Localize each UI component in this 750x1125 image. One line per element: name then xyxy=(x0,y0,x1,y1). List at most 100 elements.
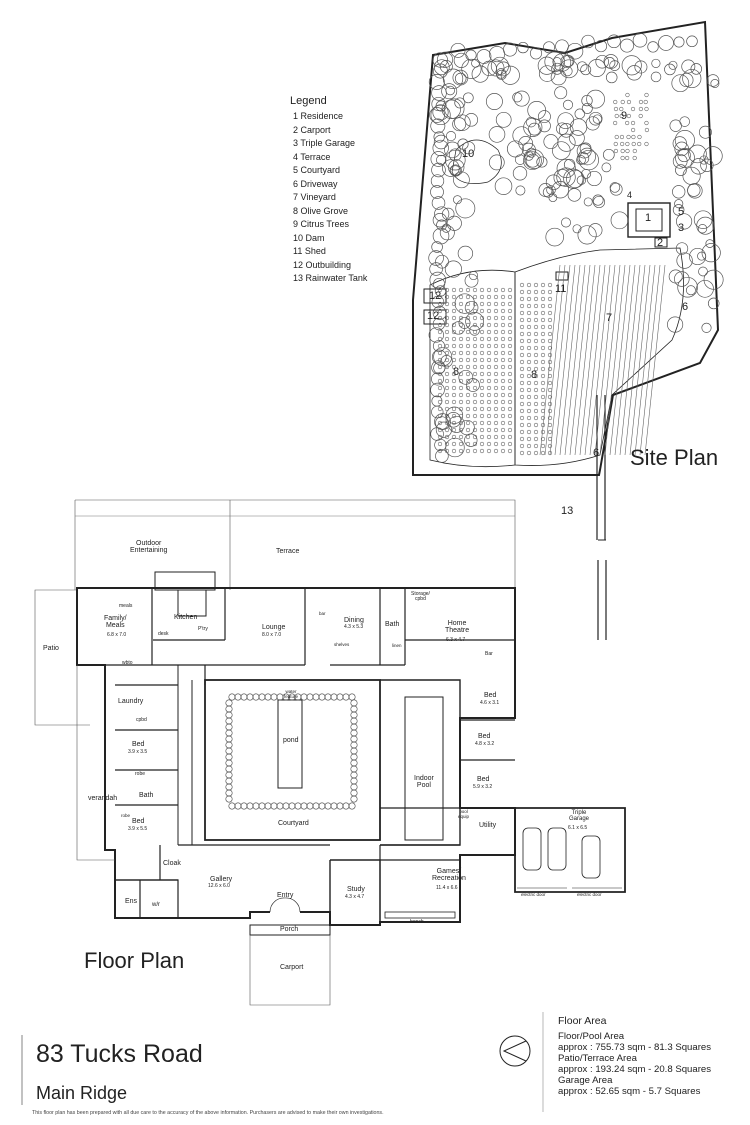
planting-dot xyxy=(465,329,471,335)
tree-canopy xyxy=(432,213,448,228)
room-label-bed4: Bed xyxy=(478,733,491,740)
planting-dot xyxy=(472,350,478,356)
tree-canopy xyxy=(445,412,462,428)
tree-canopy xyxy=(436,219,448,231)
legend-item: 11 Shed xyxy=(293,246,326,256)
tree-canopy xyxy=(697,224,708,234)
address-street: 83 Tucks Road xyxy=(36,1040,203,1068)
planting-dot xyxy=(472,399,478,405)
tree-canopy xyxy=(576,61,588,72)
planting-dot xyxy=(526,366,532,372)
bench xyxy=(384,911,456,919)
tree-canopy xyxy=(545,227,564,247)
tree-canopy xyxy=(514,154,526,165)
planting-dot xyxy=(507,448,513,454)
tree-canopy xyxy=(459,419,475,436)
tree-canopy xyxy=(445,85,455,96)
planting-dot xyxy=(486,413,492,419)
tree-canopy xyxy=(586,89,605,109)
tree-canopy xyxy=(569,130,585,146)
tree-canopy xyxy=(542,186,554,198)
hedge-shrub xyxy=(225,777,233,785)
tree-canopy xyxy=(429,271,447,289)
tree-canopy xyxy=(471,65,489,83)
hedge-shrub xyxy=(225,729,233,737)
hedge-shrub xyxy=(225,783,233,791)
planting-dot xyxy=(458,441,464,447)
planting-dot xyxy=(533,338,539,344)
tree-canopy xyxy=(445,131,457,142)
tree-canopy xyxy=(451,321,466,335)
planting-dot xyxy=(451,399,457,405)
planting-dot xyxy=(533,282,539,288)
planting-dot xyxy=(547,338,553,344)
planting-dot xyxy=(458,301,464,307)
room-label-dining-dim: 4.3 x 5.3 xyxy=(344,624,364,630)
tree-canopy xyxy=(429,107,445,123)
tree-canopy xyxy=(621,55,642,76)
hedge-shrub xyxy=(225,759,233,767)
planting-dot xyxy=(437,371,443,377)
hedge-shrub xyxy=(350,735,358,743)
planting-dot xyxy=(458,315,464,321)
planting-dot xyxy=(451,350,457,356)
planting-dot xyxy=(444,329,450,335)
site-marker: 6 xyxy=(593,447,600,459)
room-label-desk: desk xyxy=(158,631,169,637)
site-marker: 3 xyxy=(678,222,685,234)
planting-dot xyxy=(465,371,471,377)
olive-grove-outline xyxy=(429,269,516,468)
tree-canopy xyxy=(676,213,693,230)
planting-dot xyxy=(472,322,478,328)
planting-dot xyxy=(533,429,539,435)
planting-dot xyxy=(479,294,485,300)
hedge-shrub xyxy=(318,802,326,810)
indoor-pool xyxy=(404,696,444,841)
planting-dot xyxy=(540,310,546,316)
planting-dot xyxy=(526,401,532,407)
planting-dot xyxy=(465,448,471,454)
planting-dot xyxy=(472,329,478,335)
planting-dot xyxy=(644,92,649,98)
planting-dot xyxy=(507,287,513,293)
hedge-shrub xyxy=(324,802,332,810)
planting-dot xyxy=(625,148,630,154)
tree-canopy xyxy=(580,64,592,76)
planting-dot xyxy=(472,364,478,370)
tree-canopy xyxy=(435,449,449,463)
planting-dot xyxy=(444,434,450,440)
planting-dot xyxy=(458,420,464,426)
site-trees xyxy=(428,32,724,463)
tree-canopy xyxy=(553,169,571,187)
tree-canopy xyxy=(672,185,686,199)
planting-dot xyxy=(451,322,457,328)
planting-dot xyxy=(637,134,642,140)
planting-dot xyxy=(526,387,532,393)
planting-dot xyxy=(540,317,546,323)
tree-canopy xyxy=(595,54,609,69)
vine-row xyxy=(569,264,591,456)
planting-dot xyxy=(451,406,457,412)
tree-canopy xyxy=(500,65,520,85)
tree-canopy xyxy=(674,199,684,209)
tree-canopy xyxy=(560,54,574,68)
planting-dot xyxy=(486,287,492,293)
tree-canopy xyxy=(581,102,593,114)
floor-area-panel: Floor Area Floor/Pool Area approx : 755.… xyxy=(558,1015,711,1097)
tree-canopy xyxy=(632,32,648,48)
planting-dot xyxy=(458,343,464,349)
planting-dot xyxy=(507,315,513,321)
planting-dot xyxy=(451,434,457,440)
planting-dot xyxy=(472,385,478,391)
planting-dot xyxy=(465,392,471,398)
tree-canopy xyxy=(431,349,447,365)
hedge-shrub xyxy=(225,753,233,761)
tree-canopy xyxy=(431,405,444,419)
planting-dot xyxy=(507,385,513,391)
tree-canopy xyxy=(432,52,448,68)
disclaimer: This floor plan has been prepared with a… xyxy=(32,1110,384,1116)
planting-dot xyxy=(458,413,464,419)
tree-canopy xyxy=(552,141,571,160)
tree-canopy xyxy=(578,149,599,171)
planting-dot xyxy=(540,387,546,393)
